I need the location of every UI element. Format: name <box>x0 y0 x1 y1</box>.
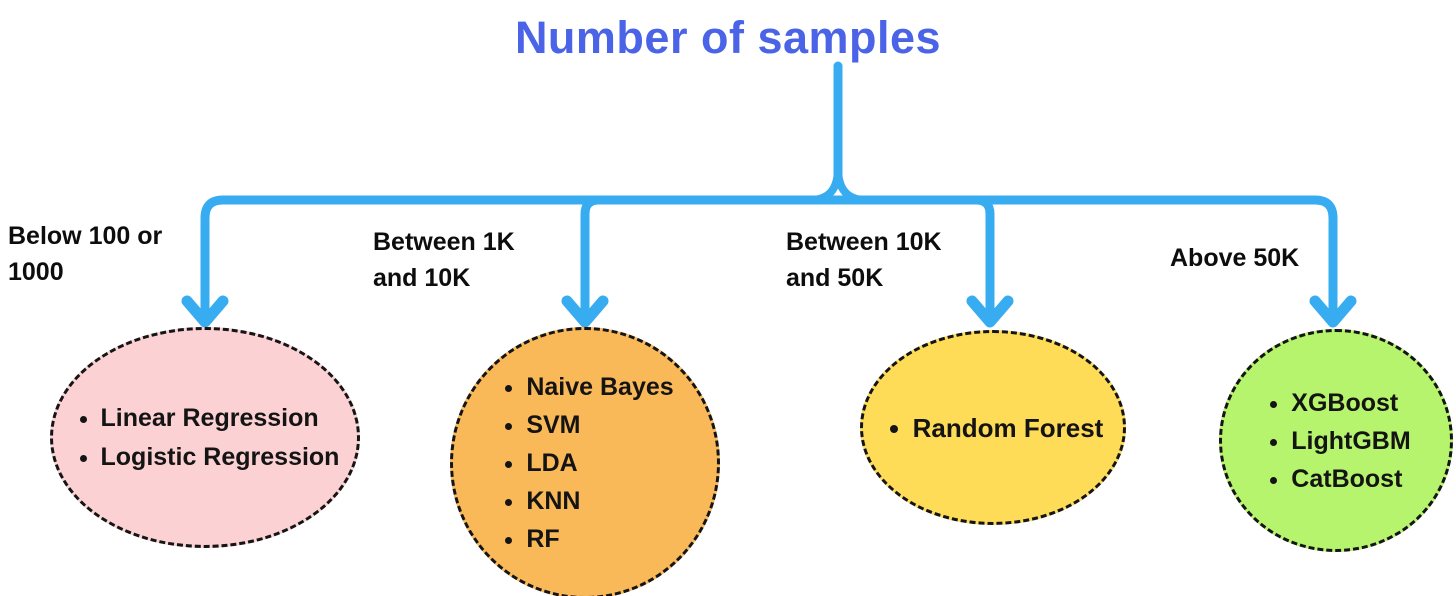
list-item: Random Forest <box>913 411 1104 445</box>
list-item: RF <box>526 520 673 558</box>
list-item: Linear Regression <box>101 399 340 438</box>
arrow-down-icon <box>181 295 229 328</box>
branch-line-3 <box>971 195 995 317</box>
branch-label-below-100: Below 100 or 1000 <box>8 222 163 286</box>
arrow-down-icon <box>966 295 1014 328</box>
algorithm-list: XGBoostLightGBMCatBoost <box>1261 384 1410 498</box>
node-below-100: Linear RegressionLogistic Regression <box>50 327 360 548</box>
list-item: KNN <box>526 482 673 520</box>
node-between-10k-50k: Random Forest <box>860 330 1126 525</box>
branch-label-between-1k-10k: Between 1K and 10K <box>373 228 515 292</box>
branch-line-2 <box>580 195 604 317</box>
trunk-flare-right <box>834 164 870 204</box>
algorithm-list: Linear RegressionLogistic Regression <box>71 399 340 477</box>
node-above-50k: XGBoostLightGBMCatBoost <box>1219 329 1453 552</box>
list-item: LightGBM <box>1291 422 1410 460</box>
list-item: LDA <box>526 444 673 482</box>
algorithm-list: Random Forest <box>883 411 1104 445</box>
node-between-1k-10k: Naive BayesSVMLDAKNNRF <box>450 327 720 596</box>
trunk-flare-left <box>806 164 842 204</box>
branch-label-above-50k: Above 50K <box>1170 244 1300 272</box>
arrow-down-icon <box>561 295 609 328</box>
arrow-down-icon <box>1309 295 1357 328</box>
algorithm-list: Naive BayesSVMLDAKNNRF <box>496 368 673 558</box>
list-item: SVM <box>526 406 673 444</box>
list-item: Logistic Regression <box>101 438 340 477</box>
list-item: CatBoost <box>1291 460 1410 498</box>
branch-label-between-10k-50k: Between 10K and 50K <box>786 228 942 292</box>
diagram-title: Number of samples <box>514 12 942 63</box>
list-item: Naive Bayes <box>526 368 673 406</box>
list-item: XGBoost <box>1291 384 1410 422</box>
